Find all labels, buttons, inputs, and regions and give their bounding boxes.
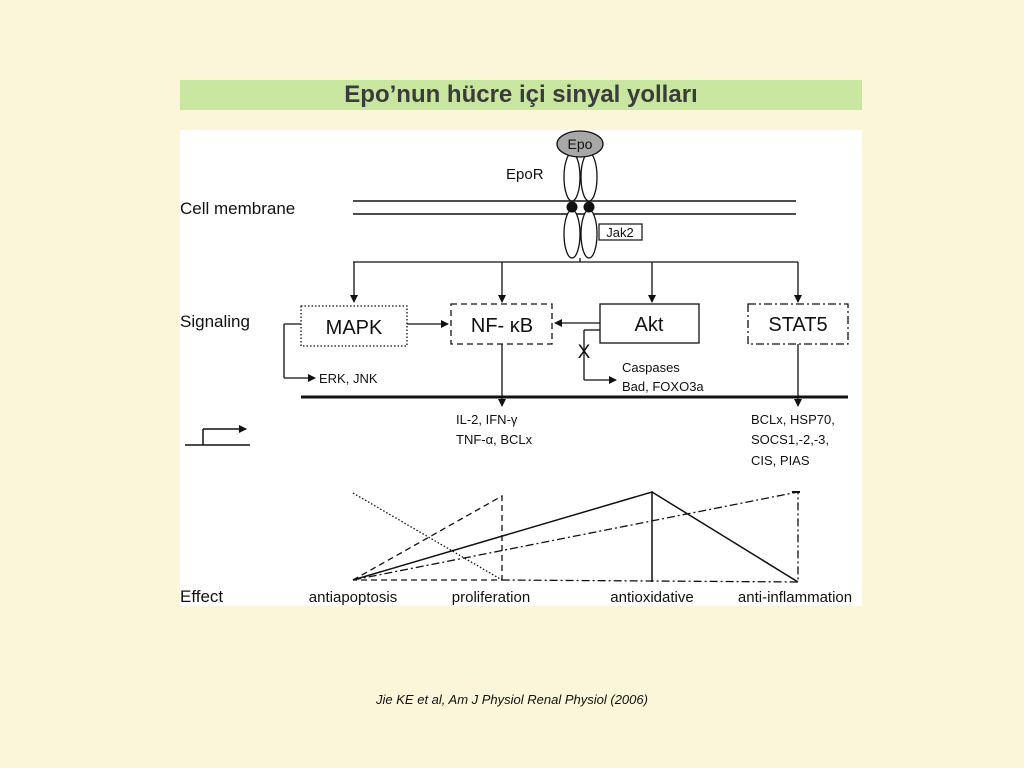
mapk-targets: ERK, JNK: [319, 371, 378, 386]
stat5-targets-line3: CIS, PIAS: [751, 453, 810, 468]
mapk-box: [300, 305, 408, 347]
slide-title: Epo’nun hücre içi sinyal yolları: [344, 81, 698, 108]
epor-chain-right-top: [580, 152, 598, 202]
diagram-canvas: Cell membrane Signaling Effect Epo EpoR …: [180, 130, 852, 606]
effect-proliferation: proliferation: [452, 589, 530, 606]
epor-dimer-dot-left: [566, 201, 578, 213]
signaling-label: Signaling: [180, 312, 250, 331]
signaling-diagram: Cell membrane Signaling Effect Epo EpoR …: [180, 130, 862, 606]
cell-membrane-label: Cell membrane: [180, 199, 295, 218]
akt-label: Akt: [635, 314, 664, 336]
jak2-label: Jak2: [606, 225, 633, 240]
nfkb-targets-line1: IL-2, IFN-γ: [456, 412, 518, 427]
slide-title-bar: Epo’nun hücre içi sinyal yolları: [180, 80, 862, 110]
jak2-box: [598, 223, 643, 241]
akt-box: [599, 303, 700, 344]
akt-effect-profile-b: [651, 491, 799, 583]
epo-ligand: [556, 130, 604, 158]
stat5-targets-line1: BCLx, HSP70,: [751, 412, 835, 427]
nfkb-effect-profile: [352, 494, 503, 581]
mapk-effect-profile: [352, 492, 503, 581]
effect-antiapoptosis: antiapoptosis: [309, 589, 397, 606]
akt-targets-line1: Caspases: [622, 360, 680, 375]
akt-targets-line2: Bad, FOXO3a: [622, 379, 704, 394]
epor-chain-left-bottom: [563, 209, 581, 259]
inhibition-x-mark: X: [578, 342, 591, 363]
epor-label: EpoR: [506, 166, 544, 183]
nfkb-targets-line2: TNF-α, BCLx: [456, 432, 533, 447]
stat5-label: STAT5: [768, 314, 827, 336]
effect-antioxidative: antioxidative: [610, 589, 693, 606]
epo-label: Epo: [568, 136, 593, 152]
stat5-targets-line2: SOCS1,-2,-3,: [751, 432, 829, 447]
mapk-label: MAPK: [326, 317, 383, 339]
stat5-box: [747, 303, 849, 345]
effect-label: Effect: [180, 587, 223, 606]
effect-anti-inflammation: anti-inflammation: [738, 589, 852, 606]
nfkb-label: NF- κB: [471, 315, 533, 337]
citation: Jie KE et al, Am J Physiol Renal Physiol…: [376, 692, 648, 707]
stat5-effect-profile: [352, 491, 799, 583]
epor-chain-right-bottom: [580, 209, 598, 259]
epor-chain-left-top: [563, 152, 581, 202]
epor-dimer-dot-right: [583, 201, 595, 213]
